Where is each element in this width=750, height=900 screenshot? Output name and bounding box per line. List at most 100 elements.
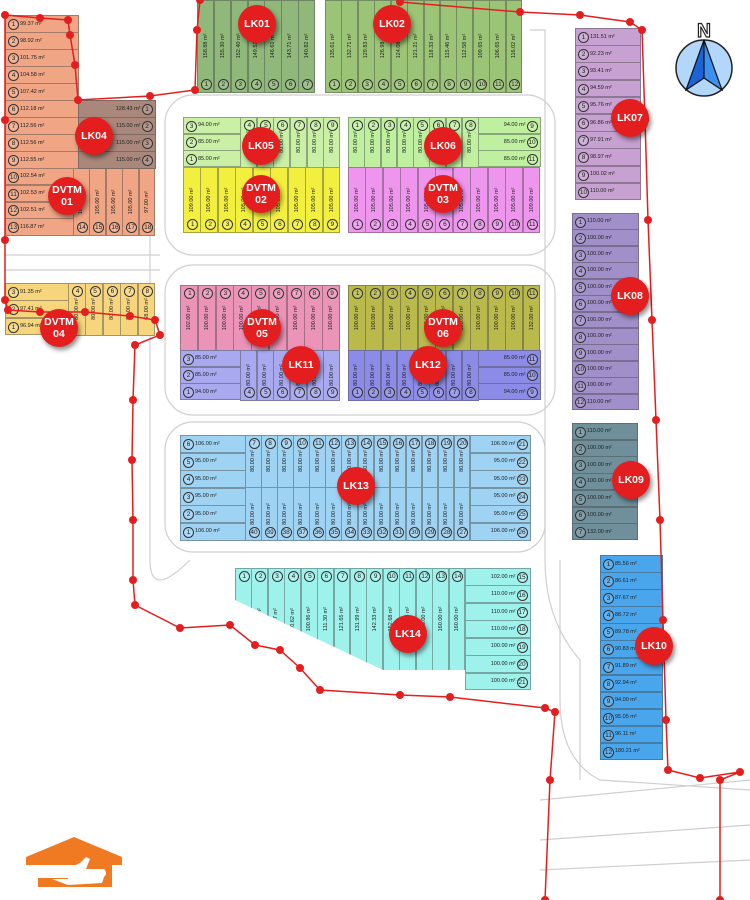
block-label-lk07[interactable]: LK07 <box>611 99 649 137</box>
block-label-dvtm02[interactable]: DVTM 02 <box>242 175 280 213</box>
block-label-lk09[interactable]: LK09 <box>612 461 650 499</box>
block-label-dvtm04[interactable]: DVTM 04 <box>40 309 78 347</box>
block-label-lk02[interactable]: LK02 <box>373 5 411 43</box>
block-label-lk08[interactable]: LK08 <box>611 277 649 315</box>
block-label-dvtm05[interactable]: DVTM 05 <box>243 309 281 347</box>
block-label-lk04[interactable]: LK04 <box>75 117 113 155</box>
block-label-lk01[interactable]: LK01 <box>238 5 276 43</box>
block-label-lk05[interactable]: LK05 <box>242 127 280 165</box>
block-label-lk14[interactable]: LK14 <box>389 615 427 653</box>
block-label-lk13[interactable]: LK13 <box>337 467 375 505</box>
block-label-lk06[interactable]: LK06 <box>424 127 462 165</box>
block-label-dvtm06[interactable]: DVTM 06 <box>424 309 462 347</box>
block-label-dvtm01[interactable]: DVTM 01 <box>48 177 86 215</box>
